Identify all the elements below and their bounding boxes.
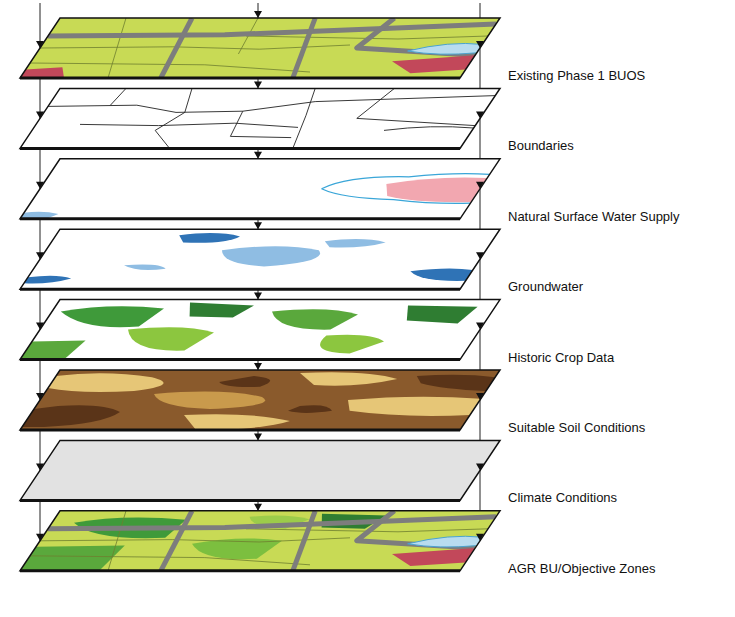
layer-label: Suitable Soil Conditions [506,420,647,436]
layer-label: Climate Conditions [506,490,619,506]
layer-label: Existing Phase 1 BUOS [506,68,647,84]
map-layer [20,440,500,500]
map-layer [20,511,500,571]
map-layer [20,229,500,289]
layer-label: Boundaries [506,138,576,154]
map-layer [20,159,500,219]
map-layer [20,370,500,430]
layer-label: AGR BU/Objective Zones [506,561,657,577]
layer-label: Natural Surface Water Supply [506,209,681,225]
layer-label: Groundwater [506,279,585,295]
map-layer [20,88,500,148]
layer-label: Historic Crop Data [506,350,616,366]
arrowheads [36,11,484,541]
map-layer [20,18,500,78]
map-layer [20,300,500,360]
